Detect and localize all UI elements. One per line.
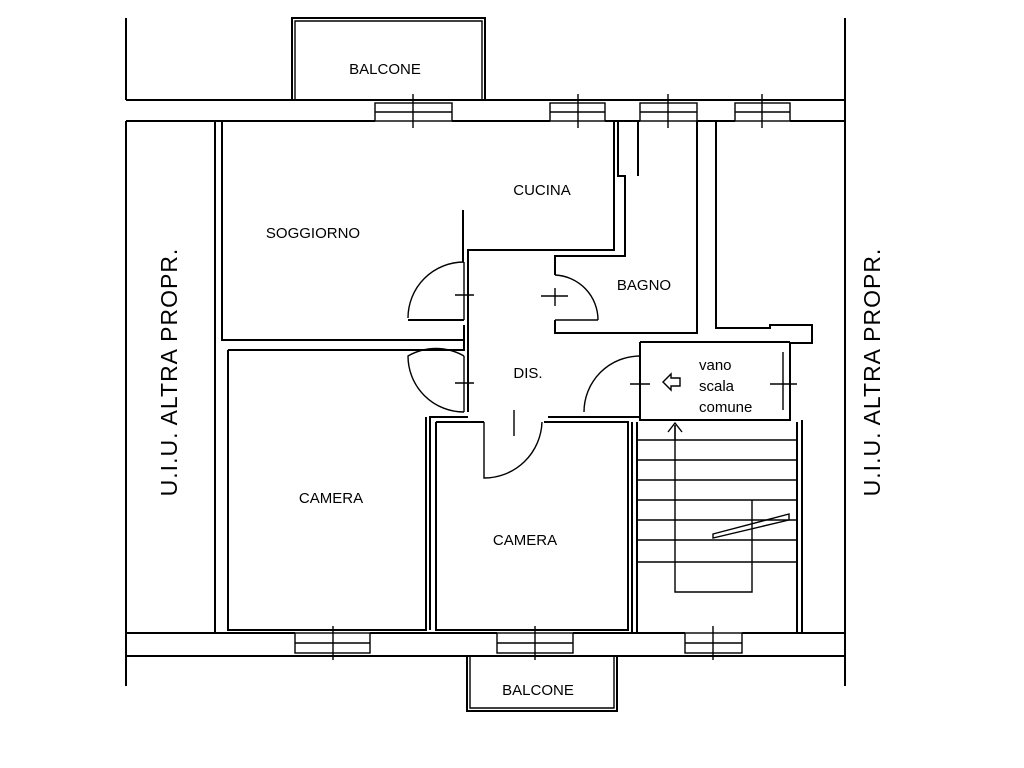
bottom-exterior-wall (126, 632, 845, 657)
room-bagno-walls (554, 121, 698, 334)
door-vano-scala (583, 355, 650, 413)
label-camera-left: CAMERA (299, 490, 363, 507)
left-side-walls (125, 121, 216, 633)
staircase (637, 421, 797, 593)
door-camera-right (483, 410, 543, 479)
label-balcone-top: BALCONE (349, 61, 421, 78)
label-scala: scala (699, 378, 735, 395)
label-side-left: U.I.U. ALTRA PROPR. (156, 248, 182, 497)
label-vano: vano (699, 357, 732, 374)
label-cucina: CUCINA (513, 182, 571, 199)
room-soggiorno-walls (221, 121, 465, 341)
room-disimpegno-walls (228, 262, 790, 630)
label-dis: DIS. (513, 365, 542, 382)
door-soggiorno (407, 261, 474, 320)
door-vano-scala-right (770, 352, 797, 410)
balcony-bottom (466, 656, 618, 712)
label-side-right: U.I.U. ALTRA PROPR. (859, 248, 885, 497)
property-boundary-lines (125, 18, 846, 686)
windows-bottom (294, 626, 743, 660)
room-camera-left-walls (227, 350, 427, 631)
label-balcone-bottom: BALCONE (502, 682, 574, 699)
arrow-left-icon (662, 372, 681, 392)
door-bagno (541, 274, 599, 321)
room-camera-right-walls (435, 421, 633, 633)
label-bagno: BAGNO (617, 277, 671, 294)
label-soggiorno: SOGGIORNO (266, 225, 360, 242)
label-camera-right: CAMERA (493, 532, 557, 549)
room-cucina-walls (462, 121, 615, 262)
right-side-walls (715, 121, 846, 633)
balcony-top (291, 17, 486, 100)
windows-top (374, 94, 791, 128)
door-camera-left (407, 347, 474, 413)
label-comune: comune (699, 399, 752, 416)
